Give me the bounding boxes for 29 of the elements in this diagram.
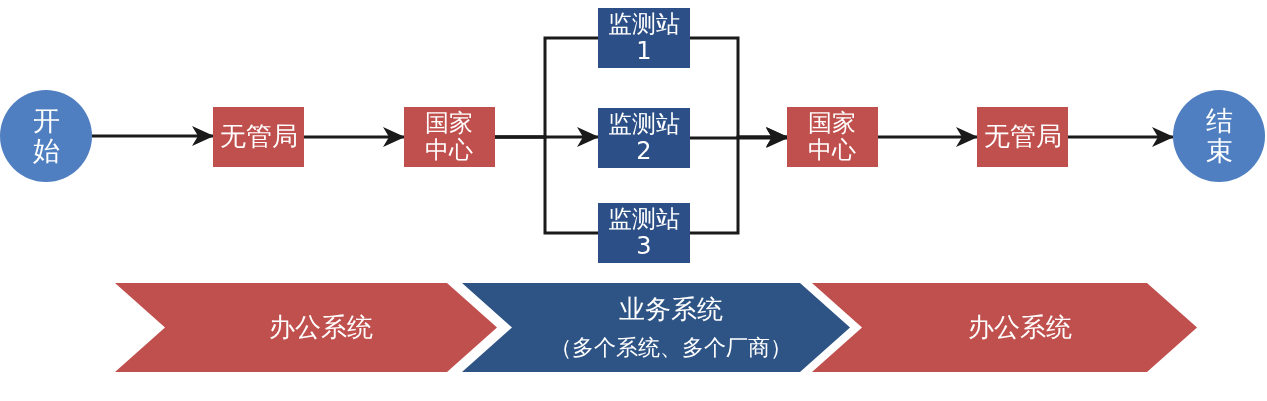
box-label: 无管局 bbox=[219, 122, 298, 152]
box-label: 监测站3 bbox=[607, 206, 681, 260]
process-box bbox=[213, 107, 304, 167]
box-label: 监测站2 bbox=[607, 111, 681, 165]
box-label: 监测站1 bbox=[607, 11, 681, 65]
process-box bbox=[404, 107, 495, 167]
arrow bbox=[878, 127, 978, 147]
chevron-band bbox=[812, 283, 1197, 372]
arrow bbox=[690, 128, 788, 148]
arrow bbox=[304, 127, 405, 147]
station-box bbox=[598, 203, 690, 263]
arrow bbox=[92, 126, 214, 146]
band-sublabel: （多个系统、多个厂商） bbox=[550, 335, 792, 361]
terminal-label: 结束 bbox=[1204, 105, 1234, 167]
box-label: 国家中心 bbox=[807, 110, 858, 164]
station-box bbox=[598, 108, 690, 168]
box-label: 国家中心 bbox=[424, 110, 475, 164]
station-box bbox=[598, 8, 690, 68]
box-label: 无管局 bbox=[983, 122, 1062, 152]
terminal-label: 开始 bbox=[31, 105, 61, 167]
arrow bbox=[690, 127, 788, 235]
chevron-band bbox=[115, 283, 497, 372]
band-label: 办公系统 bbox=[269, 312, 373, 343]
band-label: 办公系统 bbox=[967, 312, 1072, 343]
process-box bbox=[787, 107, 878, 167]
chevron-band bbox=[462, 283, 850, 372]
arrow bbox=[1068, 127, 1174, 147]
band-label: 业务系统 bbox=[619, 294, 723, 324]
process-box bbox=[977, 107, 1068, 167]
